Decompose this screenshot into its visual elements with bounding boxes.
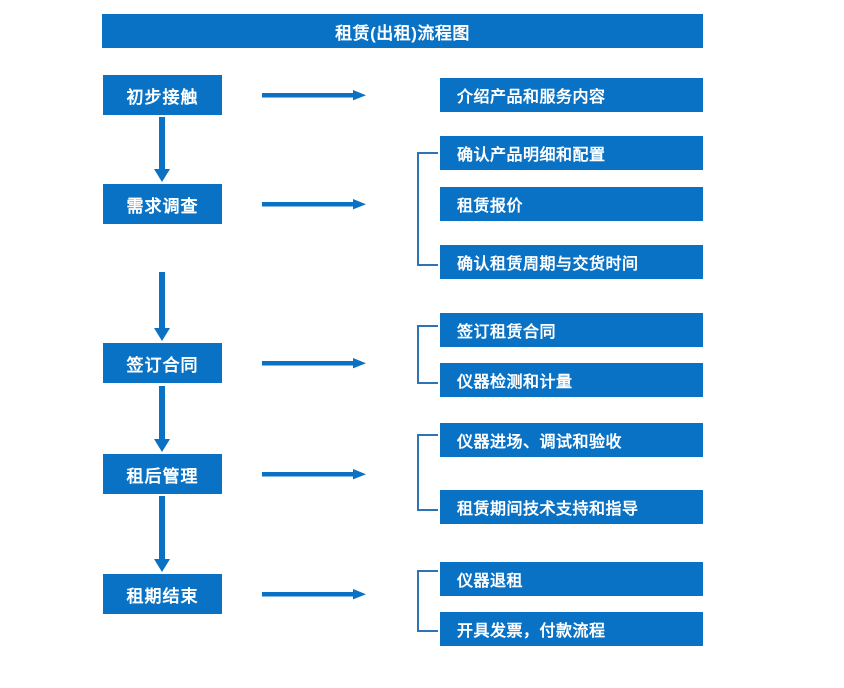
right-arrow-icon-4 [262,467,366,481]
detail-box-3-1[interactable]: 签订租赁合同 [440,313,703,347]
stage-box-5[interactable]: 租期结束 [103,574,222,614]
bracket-icon-4 [416,434,438,511]
bracket-icon-5 [416,570,438,632]
down-arrow-icon-4 [152,496,172,573]
down-arrow-icon-1 [152,117,172,183]
detail-box-3-2[interactable]: 仪器检测和计量 [440,363,703,397]
detail-box-5-2[interactable]: 开具发票，付款流程 [440,612,703,646]
detail-box-2-2[interactable]: 租赁报价 [440,187,703,221]
right-arrow-icon-3 [262,356,366,370]
stage-box-4[interactable]: 租后管理 [103,454,222,494]
down-arrow-icon-2 [152,272,172,342]
bracket-icon-3 [416,325,438,384]
stage-box-1[interactable]: 初步接触 [103,75,222,115]
detail-box-2-3[interactable]: 确认租赁周期与交货时间 [440,245,703,279]
detail-box-1-1[interactable]: 介绍产品和服务内容 [440,78,703,112]
right-arrow-icon-1 [262,88,366,102]
bracket-icon-2 [416,152,438,266]
right-arrow-icon-2 [262,197,366,211]
diagram-title: 租赁(出租)流程图 [102,14,703,48]
right-arrow-icon-5 [262,587,366,601]
detail-box-4-2[interactable]: 租赁期间技术支持和指导 [440,490,703,524]
stage-box-2[interactable]: 需求调查 [103,184,222,224]
detail-box-4-1[interactable]: 仪器进场、调试和验收 [440,423,703,457]
down-arrow-icon-3 [152,386,172,453]
stage-box-3[interactable]: 签订合同 [103,343,222,383]
detail-box-5-1[interactable]: 仪器退租 [440,562,703,596]
detail-box-2-1[interactable]: 确认产品明细和配置 [440,136,703,170]
